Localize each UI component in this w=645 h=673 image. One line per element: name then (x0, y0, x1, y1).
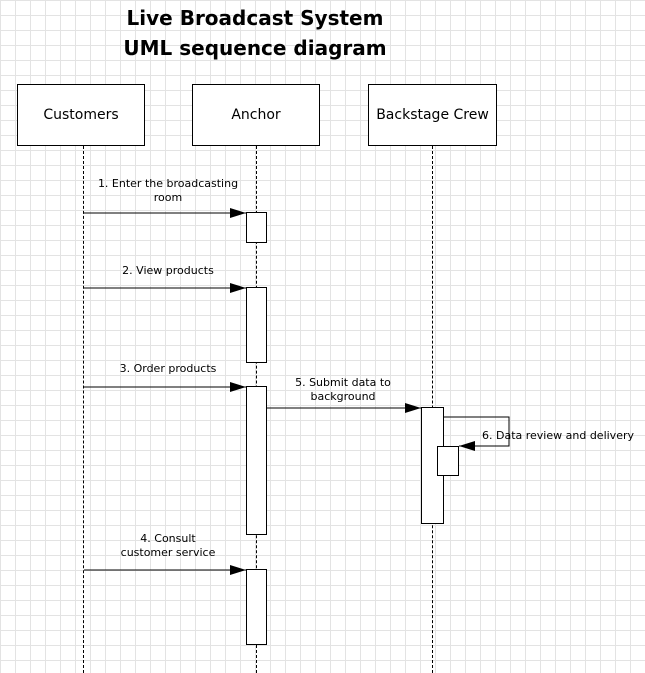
message-label-6-text: 6. Data review and delivery (482, 429, 634, 442)
activation-anchor-4[interactable] (246, 569, 267, 645)
actor-anchor[interactable]: Anchor (192, 84, 320, 146)
message-label-2: 2. View products (88, 264, 248, 278)
activation-crew-nested[interactable] (437, 446, 459, 476)
message-label-6: 6. Data review and delivery (482, 429, 634, 443)
lifeline-customers (83, 146, 84, 673)
message-label-5: 5. Submit data to background (270, 376, 416, 404)
actor-backstage-crew[interactable]: Backstage Crew (368, 84, 497, 146)
message-label-4-line2: customer service (120, 546, 216, 559)
arrow-self-review (444, 416, 510, 451)
activation-anchor-2[interactable] (246, 287, 267, 363)
message-label-2-text: 2. View products (122, 264, 214, 277)
message-label-3-text: 3. Order products (119, 362, 217, 375)
message-label-5-line1: 5. Submit data to (295, 376, 391, 389)
message-label-1-line1: 1. Enter the broadcasting (97, 177, 239, 190)
activation-anchor-3[interactable] (246, 386, 267, 535)
message-label-4: 4. Consult customer service (88, 532, 248, 560)
actor-backstage-crew-label: Backstage Crew (376, 107, 489, 123)
diagram-title-line2: UML sequence diagram (123, 36, 387, 60)
actor-customers-label: Customers (43, 107, 119, 123)
message-label-3: 3. Order products (88, 362, 248, 376)
actor-anchor-label: Anchor (231, 107, 281, 123)
actor-customers[interactable]: Customers (17, 84, 145, 146)
message-label-1: 1. Enter the broadcasting room (88, 177, 248, 205)
diagram-title-line1: Live Broadcast System (126, 6, 384, 30)
activation-anchor-1[interactable] (246, 212, 267, 243)
message-label-4-line1: 4. Consult (140, 532, 196, 545)
message-label-5-line2: background (310, 390, 376, 403)
message-label-1-line2: room (153, 191, 183, 204)
